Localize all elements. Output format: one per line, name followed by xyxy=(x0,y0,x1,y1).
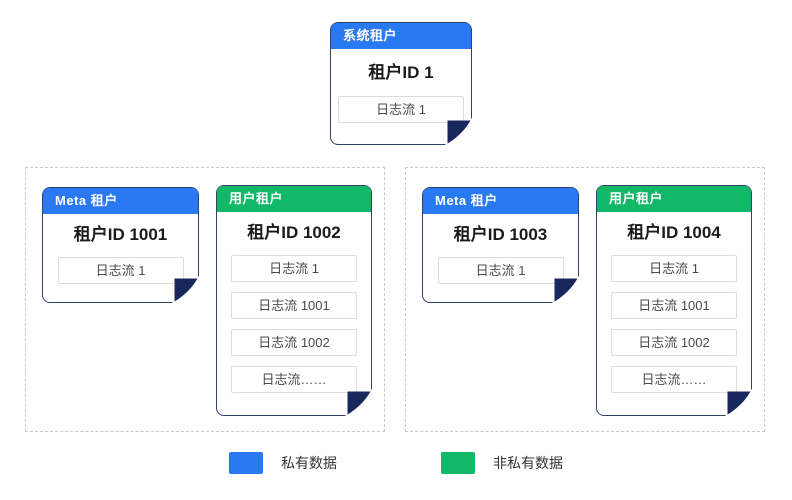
log-stream-box: 日志流…… xyxy=(611,366,737,393)
log-stream-box: 日志流 1002 xyxy=(611,329,737,356)
folded-corner-icon xyxy=(344,388,373,417)
non-private-data-swatch xyxy=(441,452,475,474)
folded-corner-icon xyxy=(171,275,200,304)
log-stream-box: 日志流 1 xyxy=(231,255,357,282)
log-stream-box: 日志流 1 xyxy=(338,96,464,123)
log-stream-box: 日志流 1001 xyxy=(611,292,737,319)
folded-corner-icon xyxy=(444,117,473,146)
log-stream-box: 日志流 1 xyxy=(437,257,564,284)
tenant-id-label: 租户ID 1001 xyxy=(73,225,168,244)
system-tenant-card: 系统租户 租户ID 1 日志流 1 xyxy=(330,22,473,146)
tenant-id-label: 租户ID 1004 xyxy=(627,223,721,242)
folded-corner-icon xyxy=(551,275,580,304)
tenant-id-label: 租户ID 1002 xyxy=(247,223,341,242)
meta-tenant-card: Meta 租户 租户ID 1003 日志流 1 xyxy=(422,187,580,304)
tenant-id-label: 租户ID 1 xyxy=(368,63,434,82)
tenant-group-right: Meta 租户 租户ID 1003 日志流 1 用户租户 租户ID 1004 日… xyxy=(405,167,765,432)
log-stream-box: 日志流 1002 xyxy=(231,329,357,356)
user-tenant-card-header: 用户租户 xyxy=(597,186,751,212)
private-data-swatch xyxy=(229,452,263,474)
legend-item-private-data: 私有数据 xyxy=(229,452,337,474)
user-tenant-card: 用户租户 租户ID 1002 日志流 1 日志流 1001 日志流 1002 日… xyxy=(216,185,373,417)
log-stream-box: 日志流 1001 xyxy=(231,292,357,319)
legend-label: 私有数据 xyxy=(281,455,337,471)
user-tenant-card-header: 用户租户 xyxy=(217,186,371,212)
log-stream-box: 日志流 1 xyxy=(611,255,737,282)
log-stream-box: 日志流…… xyxy=(231,366,357,393)
folded-corner-icon xyxy=(724,388,753,417)
log-stream-box: 日志流 1 xyxy=(57,257,184,284)
user-tenant-card: 用户租户 租户ID 1004 日志流 1 日志流 1001 日志流 1002 日… xyxy=(596,185,753,417)
tenant-id-label: 租户ID 1003 xyxy=(453,225,548,244)
system-tenant-card-header: 系统租户 xyxy=(331,23,471,49)
legend-item-non-private-data: 非私有数据 xyxy=(441,452,563,474)
legend-label: 非私有数据 xyxy=(493,455,563,471)
legend: 私有数据 非私有数据 xyxy=(0,452,792,474)
tenant-group-left: Meta 租户 租户ID 1001 日志流 1 用户租户 租户ID 1002 日… xyxy=(25,167,385,432)
meta-tenant-card-header: Meta 租户 xyxy=(423,188,578,214)
meta-tenant-card: Meta 租户 租户ID 1001 日志流 1 xyxy=(42,187,200,304)
meta-tenant-card-header: Meta 租户 xyxy=(43,188,198,214)
